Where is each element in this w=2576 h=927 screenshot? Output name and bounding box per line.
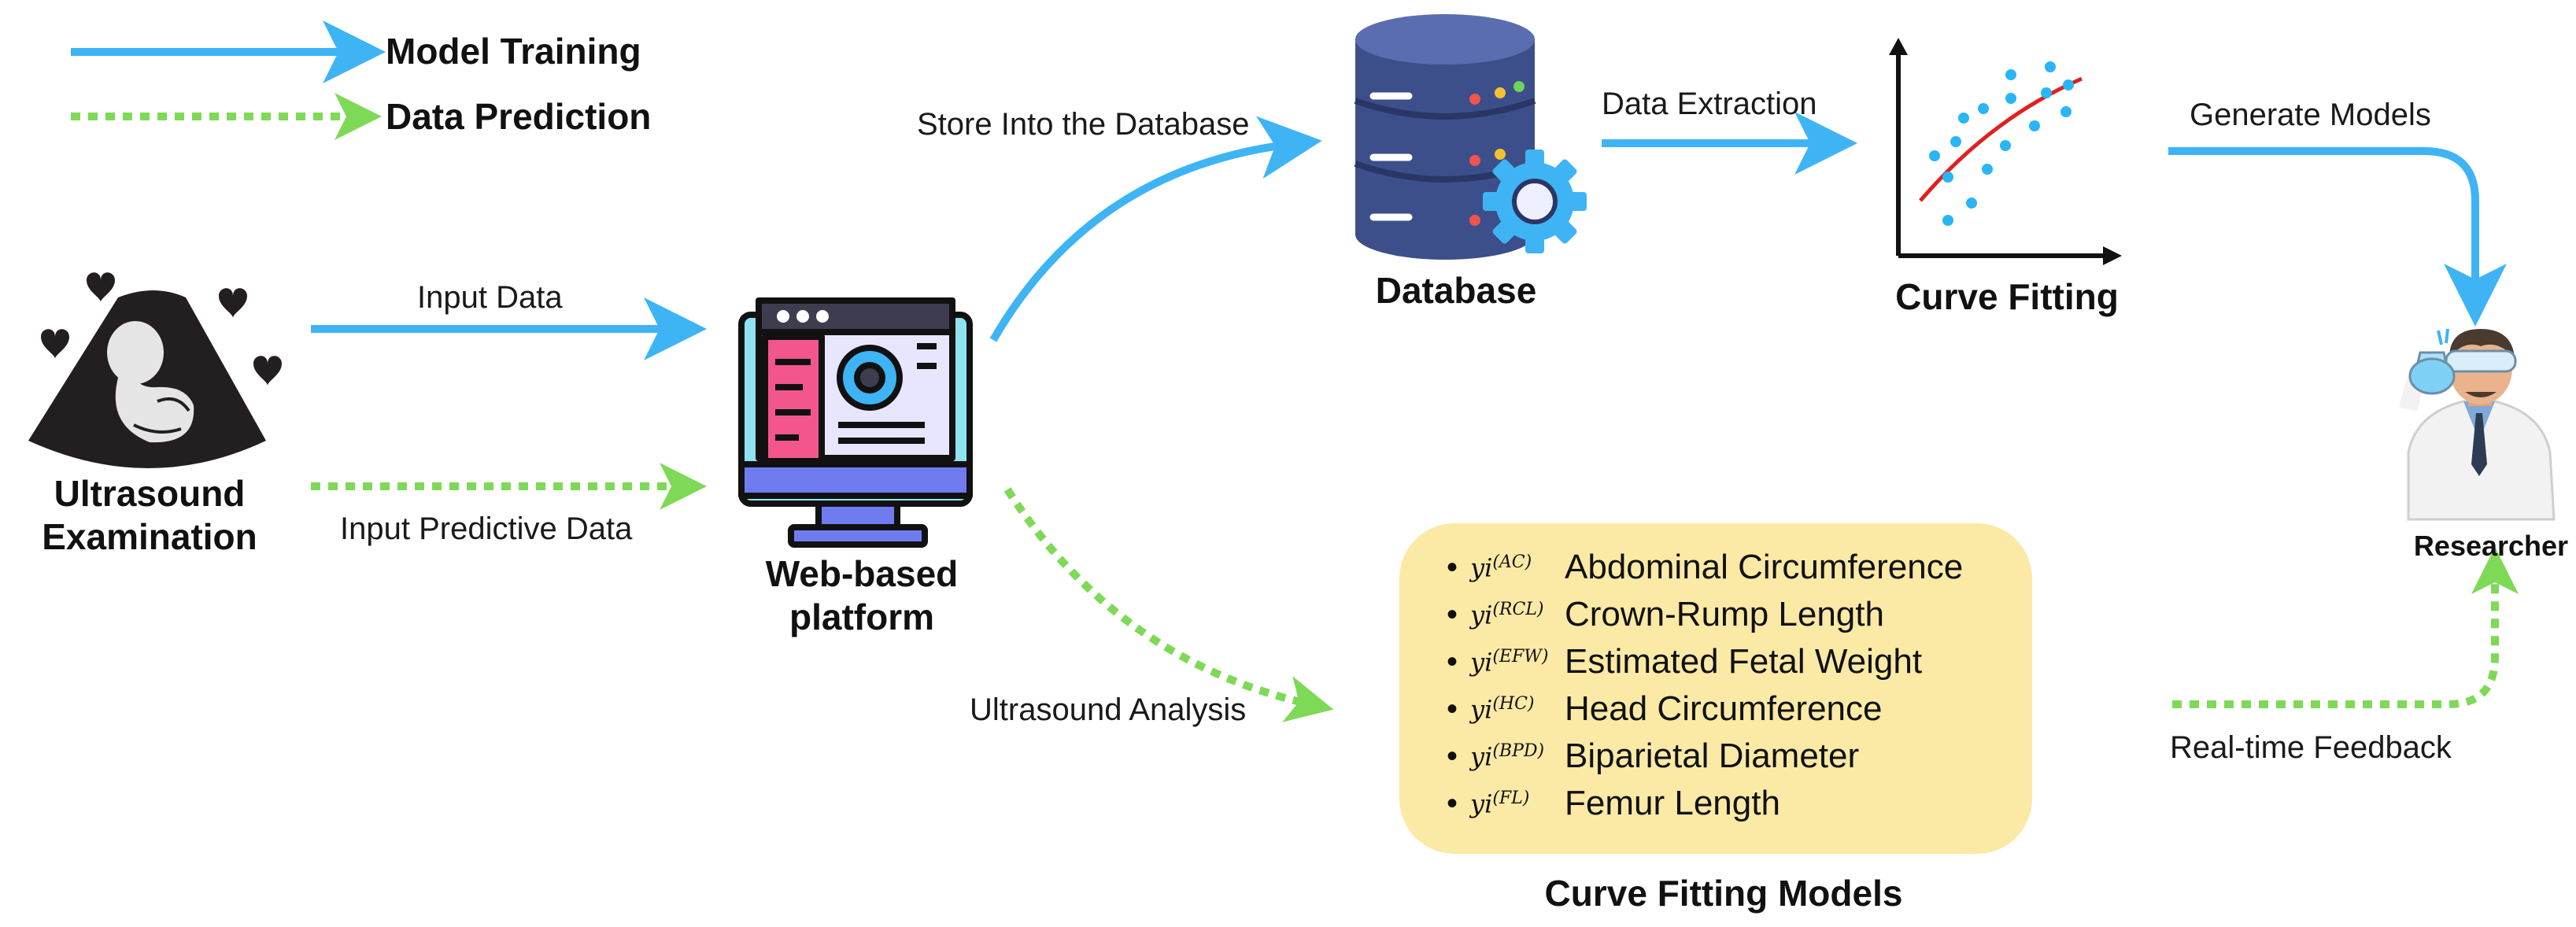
- bullet-icon: •: [1447, 644, 1458, 679]
- model-item: • yi(RCL) Crown-Rump Length: [1447, 593, 1884, 637]
- model-symbol: yi(HC): [1470, 693, 1535, 725]
- bullet-icon: •: [1447, 691, 1458, 726]
- node-label-ultrasound-examination: Ultrasound Examination: [31, 472, 268, 559]
- ultrasound-label-line-2: Examination: [42, 516, 257, 558]
- model-name: Crown-Rump Length: [1565, 595, 1884, 633]
- web-platform-icon: [738, 297, 973, 548]
- bullet-icon: •: [1447, 738, 1458, 774]
- edge-label-ultrasound-analysis: Ultrasound Analysis: [970, 692, 1247, 727]
- model-item: • yi(EFW) Estimated Fetal Weight: [1447, 640, 1922, 684]
- model-symbol: yi(BPD): [1470, 740, 1545, 772]
- bullet-icon: •: [1447, 596, 1458, 632]
- model-item: • yi(FL) Femur Length: [1447, 781, 1780, 825]
- edge-label-input-predictive-data: Input Predictive Data: [340, 512, 633, 546]
- model-name: Estimated Fetal Weight: [1565, 642, 1923, 681]
- node-label-curve-fitting-models: Curve Fitting Models: [1544, 873, 1903, 914]
- model-item: • yi(AC) Abdominal Circumference: [1447, 545, 1963, 589]
- node-label-researcher: Researcher: [2413, 530, 2569, 562]
- model-name: Femur Length: [1565, 784, 1780, 822]
- arrow-generate-models: [2168, 147, 2507, 327]
- edge-label-input-data: Input Data: [417, 280, 563, 315]
- model-symbol: yi(EFW): [1470, 646, 1549, 678]
- node-label-curve-fitting: Curve Fitting: [1895, 276, 2119, 317]
- platform-label-line-2: platform: [789, 596, 934, 638]
- arrow-ultrasound-analysis: [1003, 487, 1334, 722]
- arrow-realtime-feedback: [2172, 547, 2519, 708]
- model-name: Biparietal Diameter: [1565, 737, 1860, 775]
- legend-model-training-label: Model Training: [386, 31, 641, 72]
- arrow-store-into-database: [989, 116, 1322, 342]
- model-name: Head Circumference: [1565, 689, 1883, 728]
- legend-data-prediction-label: Data Prediction: [386, 96, 652, 137]
- curve-chart-icon: [1889, 38, 2122, 265]
- curve-fitting-models-box: • yi(AC) Abdominal Circumference • yi(RC…: [1399, 523, 2032, 854]
- model-item: • yi(HC) Head Circumference: [1447, 687, 1883, 731]
- model-name: Abdominal Circumference: [1565, 548, 1964, 586]
- node-label-web-platform: Web-based platform: [744, 552, 980, 639]
- bullet-icon: •: [1447, 549, 1458, 585]
- edge-label-data-extraction: Data Extraction: [1602, 87, 1817, 121]
- database-icon: [1354, 14, 1587, 260]
- model-symbol: yi(AC): [1470, 552, 1532, 583]
- bullet-icon: •: [1447, 785, 1458, 821]
- model-symbol: yi(RCL): [1470, 599, 1544, 630]
- model-item: • yi(BPD) Biparietal Diameter: [1447, 734, 1859, 778]
- node-label-database: Database: [1375, 270, 1537, 311]
- edge-label-realtime-feedback: Real-time Feedback: [2170, 730, 2452, 765]
- researcher-icon: [2399, 328, 2556, 521]
- ultrasound-label-line-1: Ultrasound: [54, 473, 246, 514]
- model-symbol: yi(FL): [1470, 788, 1530, 819]
- edge-label-generate-models: Generate Models: [2190, 98, 2431, 132]
- platform-label-line-1: Web-based: [765, 553, 959, 594]
- edge-label-store-into-database: Store Into the Database: [917, 107, 1250, 142]
- ultrasound-scan-icon: [28, 272, 282, 468]
